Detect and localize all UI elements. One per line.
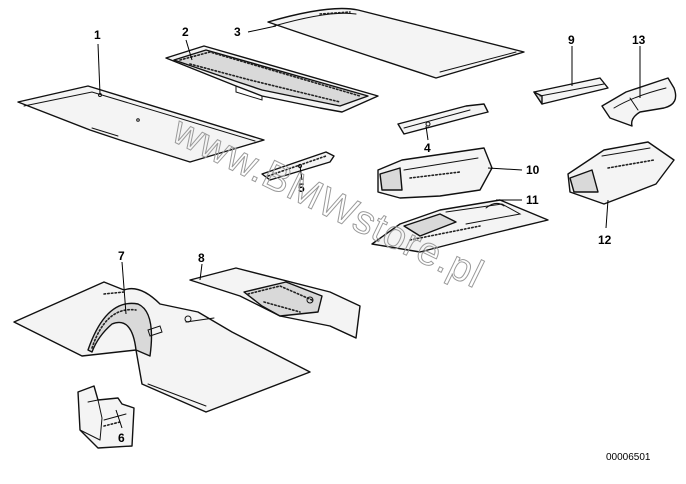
watermark-text: www.BMWstore.pl: [165, 108, 490, 297]
callout-2: 2: [182, 25, 189, 39]
part-7-floor-mat[interactable]: [13, 281, 311, 413]
callout-1: 1: [94, 28, 101, 42]
part-2-channel-trim[interactable]: [165, 45, 379, 113]
callout-10: 10: [526, 163, 540, 177]
part-5-strip[interactable]: [261, 151, 335, 181]
leader-7: [121, 261, 127, 315]
leader-6: [115, 409, 123, 429]
callout-7: 7: [118, 249, 125, 263]
part-1-floor-panel[interactable]: [17, 85, 265, 163]
callout-5: 5: [298, 181, 305, 195]
part-12-channel-cover[interactable]: [567, 141, 675, 205]
part-13-curved-shield[interactable]: [601, 77, 677, 127]
callout-13: 13: [632, 33, 646, 47]
callout-11: 11: [526, 193, 539, 207]
part-4-bracket[interactable]: [397, 103, 489, 135]
callout-6: 6: [118, 431, 125, 445]
leader-1: [97, 43, 101, 95]
callout-9: 9: [568, 33, 575, 47]
catalog-number: 00006501: [606, 452, 651, 463]
part-10-duct-cover[interactable]: [377, 147, 493, 199]
leader-lines: [97, 25, 641, 429]
part-6-mount-bracket[interactable]: [77, 385, 135, 449]
part-9-foam-block[interactable]: [533, 77, 609, 105]
part-3-shelf-board[interactable]: [267, 7, 525, 79]
leader-8: [199, 263, 203, 281]
part-11-tray[interactable]: [371, 199, 549, 253]
callout-numbers: 1 2 3 4 5 6 7 8 9 10 11 12 13: [94, 25, 646, 445]
leader-12: [605, 199, 609, 229]
callout-4: 4: [424, 141, 431, 155]
callout-8: 8: [198, 251, 205, 265]
leader-4: [425, 125, 429, 141]
part-8-floor-section[interactable]: [189, 267, 361, 339]
callout-3: 3: [234, 25, 241, 39]
callout-12: 12: [598, 233, 612, 247]
leader-2: [185, 39, 193, 61]
leader-5: [299, 165, 303, 181]
leader-10: [487, 167, 523, 171]
leader-3: [247, 25, 277, 33]
